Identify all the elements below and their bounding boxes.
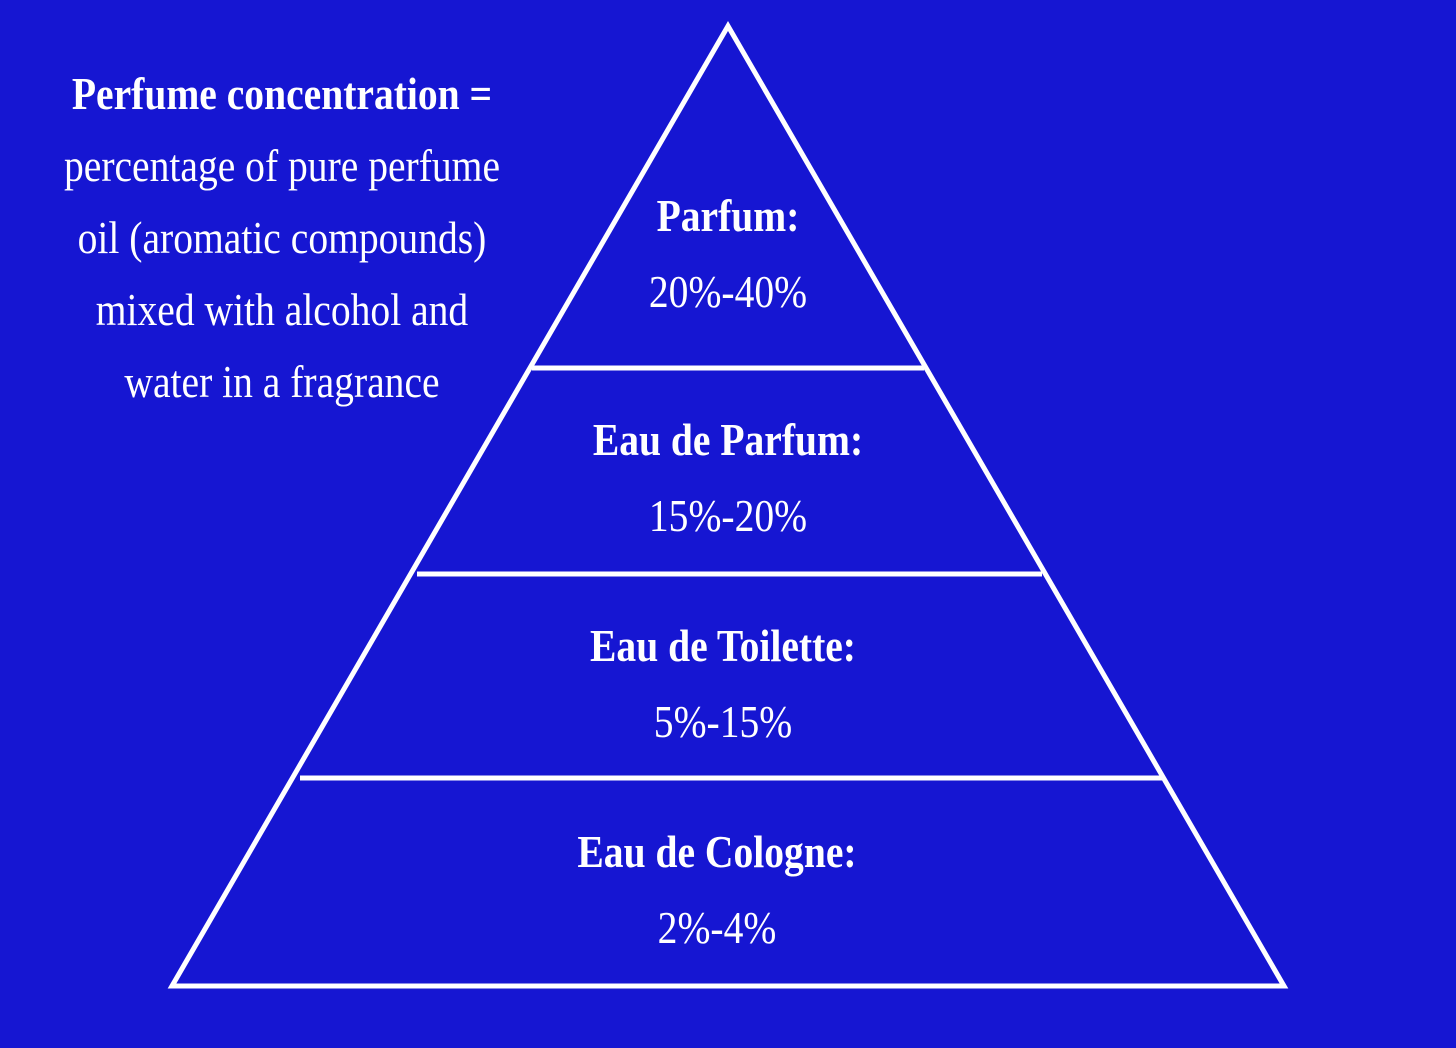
pyramid-level-eau-de-cologne: Eau de Cologne: 2%-4%	[502, 814, 932, 966]
level-range: 2%-4%	[657, 902, 777, 953]
definition-text: Perfume concentration = percentage of pu…	[58, 58, 505, 418]
definition-body: percentage of pure perfume oil (aromatic…	[63, 140, 501, 407]
level-name: Eau de Parfum:	[592, 414, 864, 465]
pyramid-outline	[167, 21, 1289, 989]
pyramid-level-parfum: Parfum: 20%-40%	[513, 178, 943, 330]
level-name: Eau de Toilette:	[590, 620, 856, 671]
pyramid-level-eau-de-parfum: Eau de Parfum: 15%-20%	[513, 402, 943, 554]
definition-title: Perfume concentration =	[71, 68, 493, 119]
level-range: 5%-15%	[653, 696, 793, 747]
pyramid-level-eau-de-toilette: Eau de Toilette: 5%-15%	[508, 608, 938, 760]
level-range: 15%-20%	[648, 490, 808, 541]
level-name: Parfum:	[656, 190, 800, 241]
level-range: 20%-40%	[648, 266, 808, 317]
level-name: Eau de Cologne:	[577, 826, 857, 877]
